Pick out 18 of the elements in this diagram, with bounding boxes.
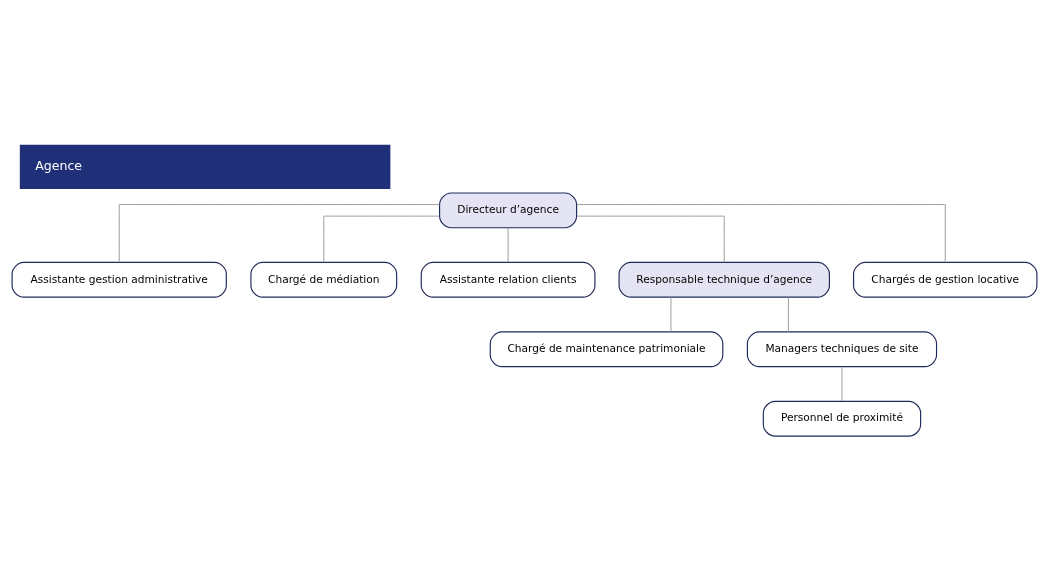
node-box: Chargé de maintenance patrimoniale <box>489 330 724 367</box>
connector <box>670 296 672 332</box>
diagram-title: Agence <box>35 157 83 173</box>
node-box: Chargés de gestion locative <box>852 261 1038 298</box>
connector <box>118 203 440 263</box>
node-box: Personnel de proximité <box>762 400 922 437</box>
connector <box>576 215 725 263</box>
connector <box>841 365 843 401</box>
connector <box>576 203 946 263</box>
connector <box>323 215 440 263</box>
connector <box>507 226 509 263</box>
node-box: Managers techniques de site <box>746 330 938 367</box>
node-box: Assistante gestion administrative <box>11 261 227 298</box>
node-box: Chargé de médiation <box>250 261 398 298</box>
node-box: Directeur d’agence <box>439 191 578 228</box>
node-box: Responsable technique d’agence <box>618 261 830 298</box>
node-box: Assistante relation clients <box>420 261 596 298</box>
connector <box>787 296 789 332</box>
